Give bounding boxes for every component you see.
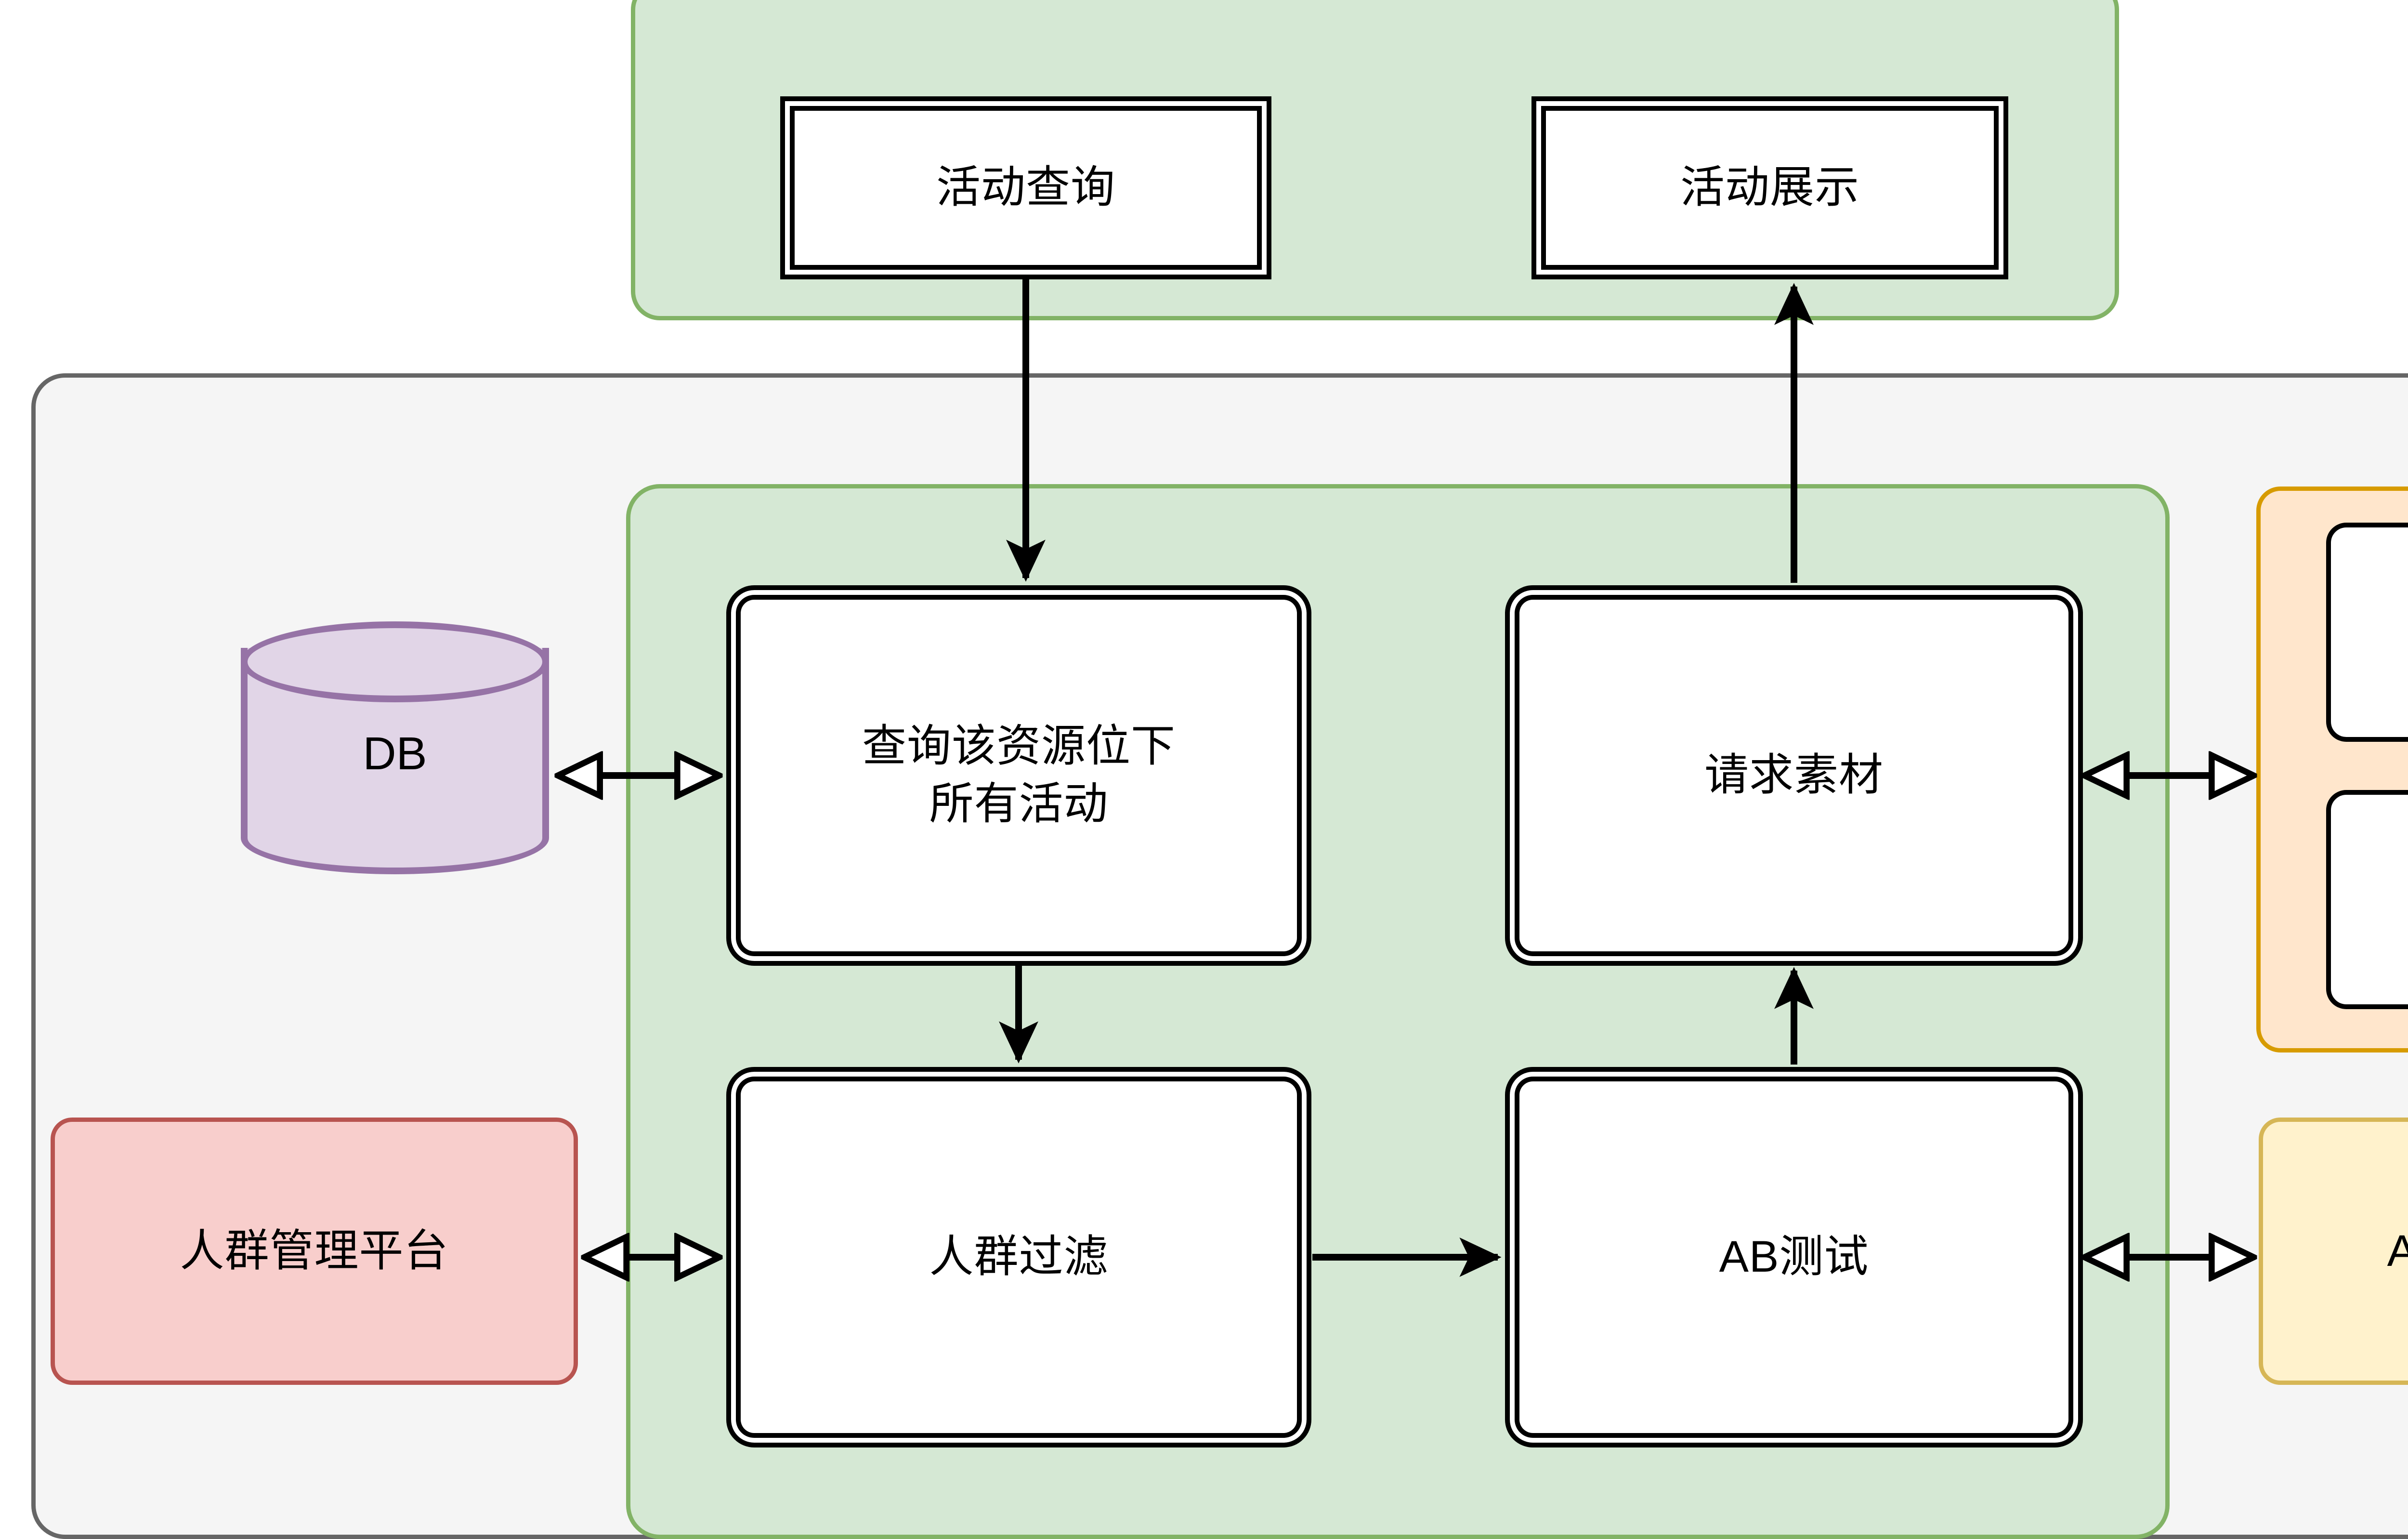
node-request-material[interactable]: 请求素材 [1505,585,2083,966]
node-activity-display[interactable]: 活动展示 [1531,96,2008,279]
node-crowd-filter[interactable]: 人群过滤 [726,1067,1311,1447]
node-activity-query-label: 活动查询 [936,163,1115,212]
node-query-all-activities[interactable]: 查询该资源位下 所有活动 [726,585,1311,966]
diagram-canvas: 活动查询 活动展示 DB 查询该资源位下 所有活动 请求素材 人群过滤 AB测试… [31,0,2408,1539]
node-ab-test-platform[interactable]: AB测试平台 [2259,1118,2408,1385]
node-mach[interactable]: 马赫 [2326,790,2408,1009]
node-request-material-label: 请求素材 [1704,750,1884,800]
node-query-all-activities-label-line1: 查询该资源位下 [862,722,1176,771]
node-ab-test-platform-label: AB测试平台 [2387,1226,2408,1276]
node-ab-test-label: AB测试 [1719,1232,1869,1282]
node-activity-display-label: 活动展示 [1680,163,1859,212]
node-luban[interactable]: 鲁班 [2326,523,2408,742]
node-crowd-management-platform-label: 人群管理平台 [180,1226,449,1276]
db-cylinder-top [241,621,549,702]
node-query-all-activities-label-line2: 所有活动 [929,779,1109,829]
node-crowd-filter-label: 人群过滤 [929,1232,1109,1282]
node-db-label: DB [363,728,427,779]
node-ab-test[interactable]: AB测试 [1505,1067,2083,1447]
node-crowd-management-platform[interactable]: 人群管理平台 [51,1118,578,1385]
node-db[interactable]: DB [241,621,549,901]
node-activity-query[interactable]: 活动查询 [780,96,1271,279]
